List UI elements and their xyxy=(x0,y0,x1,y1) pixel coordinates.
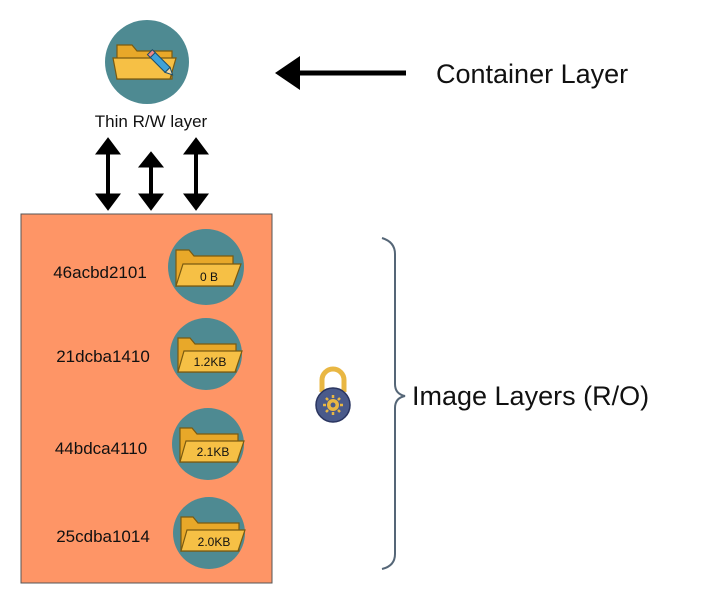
folder-icon xyxy=(179,427,245,463)
layer-size: 2.0KB xyxy=(198,535,231,549)
image-layers-title: Image Layers (R/O) xyxy=(412,381,649,411)
layer-id: 46acbd2101 xyxy=(53,263,147,282)
container-layer-title: Container Layer xyxy=(436,59,628,89)
image-layers-brace xyxy=(381,237,406,570)
container-pointer-arrow xyxy=(275,56,406,90)
layer-id: 25cdba1014 xyxy=(56,527,150,546)
folder-icon xyxy=(177,337,243,373)
lock-icon xyxy=(315,366,351,423)
folder-icon xyxy=(175,249,242,287)
layer-row: 44bdca4110 2.1KB xyxy=(55,408,245,480)
layer-size: 2.1KB xyxy=(197,445,230,459)
gear-icon xyxy=(323,395,343,415)
layer-size: 1.2KB xyxy=(194,355,227,369)
rw-arrow-middle xyxy=(137,151,165,211)
container-label: Thin R/W layer xyxy=(95,112,208,131)
layer-size: 0 B xyxy=(200,270,218,284)
rw-arrow-right xyxy=(183,137,209,211)
rw-arrow-left xyxy=(95,137,121,211)
container-layer-icon xyxy=(105,20,189,104)
rw-arrows xyxy=(95,137,209,211)
layer-row: 25cdba1014 2.0KB xyxy=(56,497,246,569)
layer-id: 21dcba1410 xyxy=(56,347,150,366)
layer-row: 21dcba1410 1.2KB xyxy=(56,318,243,390)
layer-id: 44bdca4110 xyxy=(55,439,147,458)
layer-row: 46acbd2101 0 B xyxy=(53,229,244,305)
folder-icon xyxy=(180,516,246,552)
folder-edit-icon xyxy=(112,44,177,80)
